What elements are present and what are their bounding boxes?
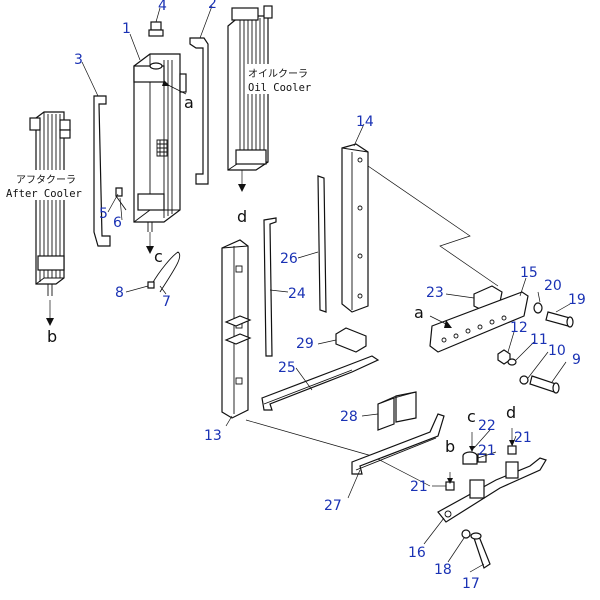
washer-20 bbox=[533, 302, 543, 314]
hose-7 bbox=[151, 251, 181, 293]
cap-22 bbox=[462, 451, 478, 465]
oil-cooler-label-jp: オイルクーラ bbox=[248, 68, 308, 80]
callout-15: 15 bbox=[520, 265, 538, 281]
after-cooler-label-en: After Cooler bbox=[6, 188, 82, 200]
bolt-6 bbox=[115, 187, 123, 197]
callout-4: 4 bbox=[158, 0, 167, 14]
callout-2: 2 bbox=[208, 0, 217, 12]
plate-25 bbox=[261, 355, 380, 411]
callout-10: 10 bbox=[548, 343, 566, 359]
after-cooler-label-jp: アフタクーラ bbox=[16, 174, 76, 186]
callout-20: 20 bbox=[544, 278, 562, 294]
callout-1: 1 bbox=[122, 21, 131, 37]
callout-8: 8 bbox=[115, 285, 124, 301]
seal-26 bbox=[317, 175, 327, 313]
pipe-2 bbox=[189, 37, 209, 185]
frame-14 bbox=[341, 143, 369, 313]
callout-21-mid: 21 bbox=[478, 443, 496, 459]
callout-19: 19 bbox=[568, 292, 586, 308]
callout-18: 18 bbox=[434, 562, 452, 578]
callout-13: 13 bbox=[204, 428, 222, 444]
bolt-19 bbox=[545, 311, 574, 328]
frame-13 bbox=[221, 239, 252, 419]
leader-lines bbox=[81, 5, 571, 573]
bracket-15 bbox=[429, 291, 529, 353]
seal-24 bbox=[263, 217, 277, 357]
callout-22: 22 bbox=[478, 418, 496, 434]
letter-c-radiator: c bbox=[154, 247, 163, 266]
callout-21-right: 21 bbox=[514, 430, 532, 446]
callout-5: 5 bbox=[99, 206, 108, 222]
bolt-17 bbox=[470, 532, 491, 569]
callout-28: 28 bbox=[340, 409, 358, 425]
callout-9: 9 bbox=[572, 352, 581, 368]
callout-29: 29 bbox=[296, 336, 314, 352]
clamp-21-right bbox=[507, 445, 517, 455]
oil-cooler-label-en: Oil Cooler bbox=[248, 82, 311, 94]
callout-11: 11 bbox=[530, 332, 548, 348]
radiator bbox=[133, 53, 187, 232]
callout-7: 7 bbox=[162, 294, 171, 310]
pipe-3 bbox=[93, 95, 111, 247]
letter-d-oil-cooler: d bbox=[237, 207, 247, 226]
letter-d-bracket: d bbox=[506, 403, 516, 422]
letter-c-bracket: c bbox=[467, 407, 476, 426]
callout-6: 6 bbox=[113, 215, 122, 231]
callout-26: 26 bbox=[280, 251, 298, 267]
cover-28 bbox=[377, 391, 417, 431]
callout-27: 27 bbox=[324, 498, 342, 514]
letter-a-bracket: a bbox=[414, 303, 424, 322]
callout-14: 14 bbox=[356, 114, 374, 130]
bracket-16 bbox=[437, 457, 547, 523]
block-29 bbox=[335, 327, 367, 353]
washer-11 bbox=[507, 358, 517, 366]
washer-18 bbox=[461, 529, 471, 539]
letter-b-bracket: b bbox=[445, 437, 455, 456]
callout-3: 3 bbox=[74, 52, 83, 68]
after-cooler bbox=[29, 111, 71, 296]
callout-23: 23 bbox=[426, 285, 444, 301]
bolt-9 bbox=[529, 375, 560, 394]
callout-25: 25 bbox=[278, 360, 296, 376]
callout-12: 12 bbox=[510, 320, 528, 336]
callout-21-left: 21 bbox=[410, 479, 428, 495]
callout-24: 24 bbox=[288, 286, 306, 302]
callout-numbers: 1 2 3 4 5 6 7 8 9 10 11 12 13 14 15 16 1… bbox=[74, 0, 586, 592]
radiator-cap-4 bbox=[148, 21, 164, 37]
letter-a-radiator: a bbox=[184, 93, 194, 112]
bar-27 bbox=[351, 413, 445, 475]
washer-10 bbox=[519, 375, 529, 385]
letter-b-after-cooler: b bbox=[47, 327, 57, 346]
callout-17: 17 bbox=[462, 576, 480, 592]
drain-valve-8 bbox=[147, 281, 155, 289]
callout-16: 16 bbox=[408, 545, 426, 561]
